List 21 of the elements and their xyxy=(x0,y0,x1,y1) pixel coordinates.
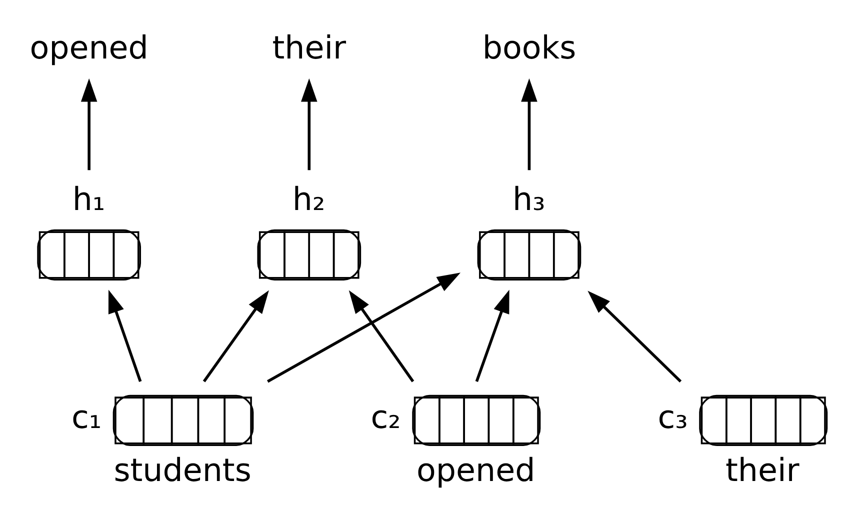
node-label: h₃ xyxy=(512,181,546,218)
node-label: h₂ xyxy=(292,181,326,218)
arrow xyxy=(588,290,682,382)
arrow xyxy=(521,78,538,170)
node-label: opened xyxy=(416,452,536,489)
node-label: c₃ xyxy=(658,400,688,436)
node-label: c₂ xyxy=(370,400,401,436)
arrow xyxy=(266,272,461,382)
node-label: their xyxy=(726,452,800,489)
node-label: students xyxy=(114,452,252,489)
arrow xyxy=(202,290,269,382)
node-label: c₁ xyxy=(71,400,102,436)
arrow xyxy=(301,78,318,170)
arrow xyxy=(348,290,414,382)
node-text: books xyxy=(482,30,576,66)
arrow xyxy=(80,78,98,170)
arrow xyxy=(475,289,510,382)
arrow xyxy=(108,289,142,382)
node-label: h₁ xyxy=(72,181,106,218)
node-text: their xyxy=(272,30,346,66)
node-text: opened xyxy=(30,30,148,66)
